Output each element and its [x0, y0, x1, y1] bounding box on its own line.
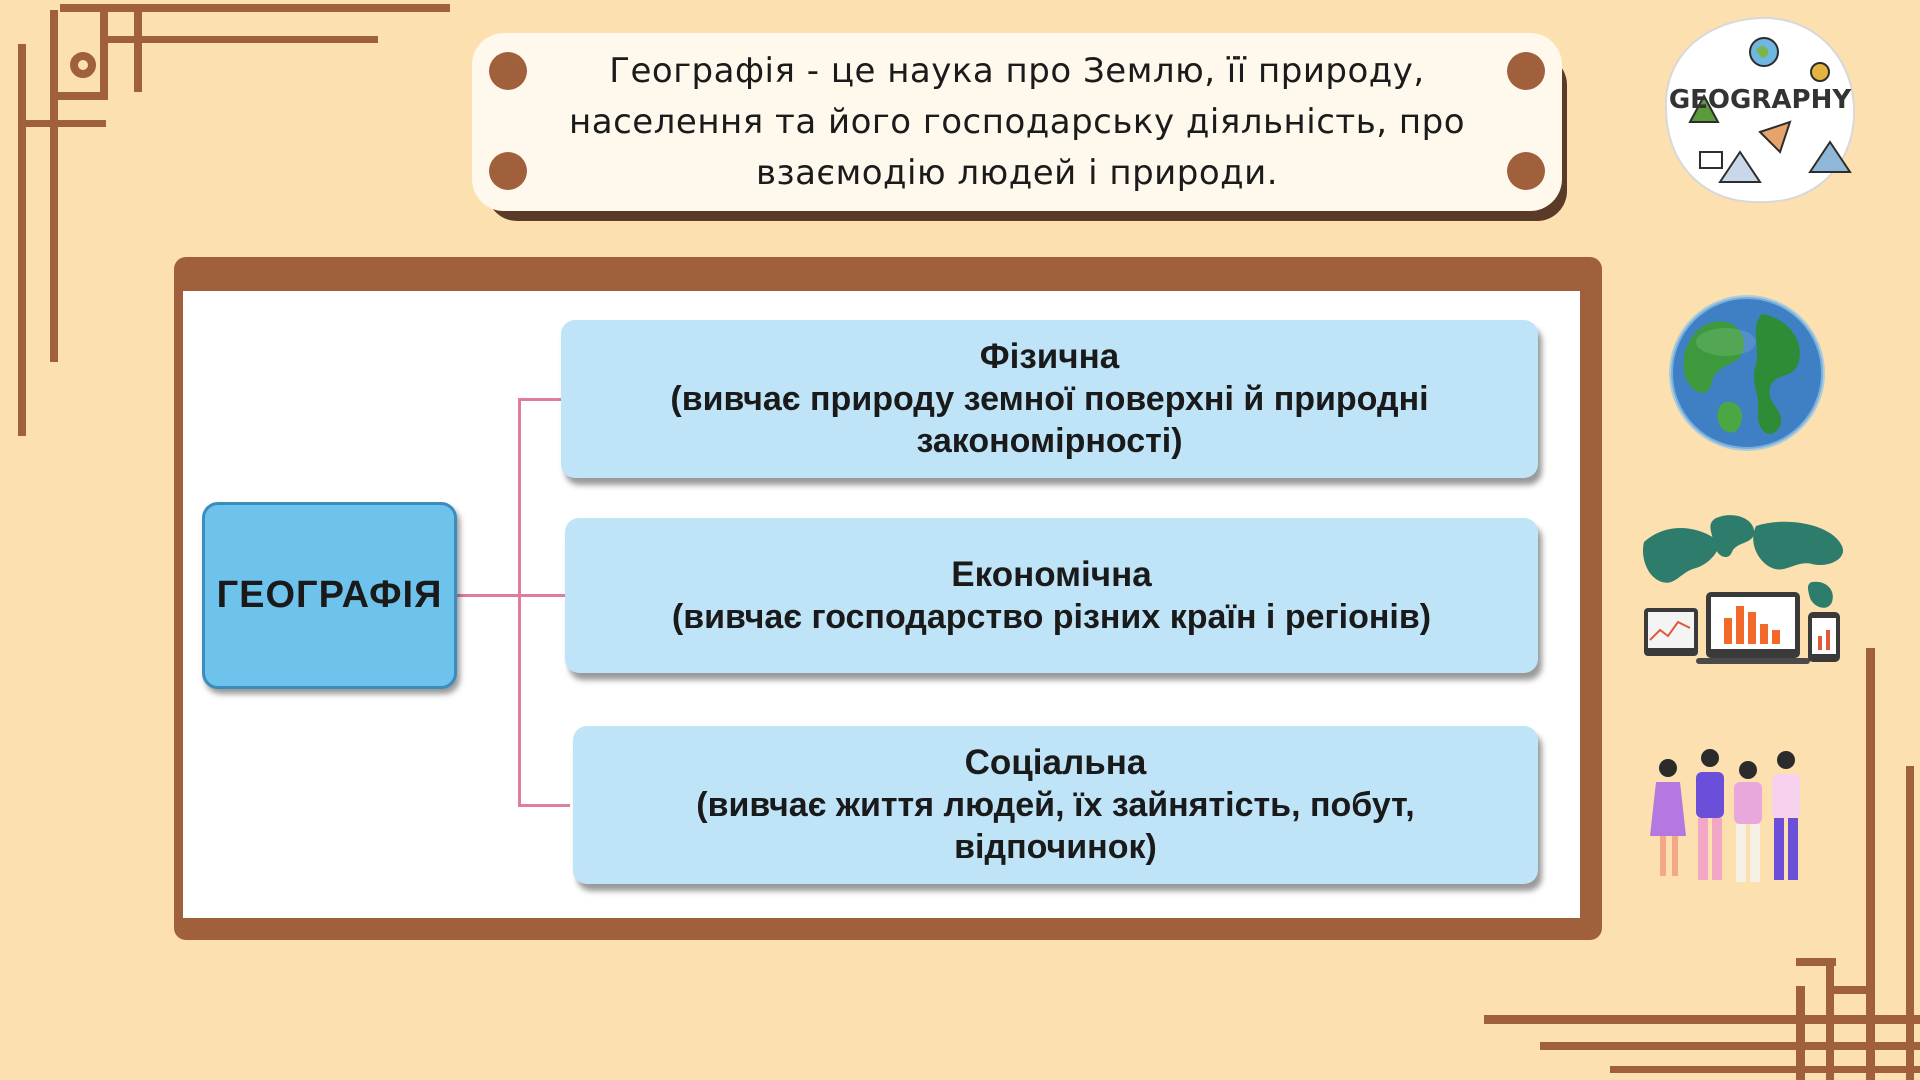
banner-dot-icon: [1507, 52, 1545, 90]
root-node: ГЕОГРАФІЯ: [202, 502, 457, 689]
definition-banner: Географія - це наука про Землю, її приро…: [472, 33, 1562, 211]
branch-description: (вивчає життя людей, їх зайнятість, побу…: [696, 786, 1415, 866]
branch-title: Економічна: [951, 554, 1152, 594]
geography-sticker-icon: GEOGRAPHY: [1660, 12, 1860, 208]
definition-text: Географія - це наука про Землю, її приро…: [569, 50, 1465, 193]
branch-title: Фізична: [979, 337, 1120, 376]
branch-description: (вивчає природу земної поверхні й природ…: [670, 380, 1429, 460]
world-data-map-icon: [1636, 512, 1848, 670]
banner-dot-icon: [489, 52, 527, 90]
globe-icon: [1666, 292, 1828, 454]
branch-description: (вивчає господарство різних країн і регі…: [671, 597, 1432, 636]
branch-title: Соціальна: [964, 743, 1147, 782]
banner-dot-icon: [489, 152, 527, 190]
branch-economic: Економічна (вивчає господарство різних к…: [565, 518, 1538, 673]
root-label: ГЕОГРАФІЯ: [216, 574, 443, 616]
branch-physical: Фізична (вивчає природу земної поверхні …: [561, 320, 1538, 478]
branch-social: Соціальна (вивчає життя людей, їх зайнят…: [573, 726, 1538, 884]
banner-dot-icon: [1507, 152, 1545, 190]
people-group-icon: [1644, 746, 1824, 892]
sticker-label: GEOGRAPHY: [1669, 85, 1853, 115]
